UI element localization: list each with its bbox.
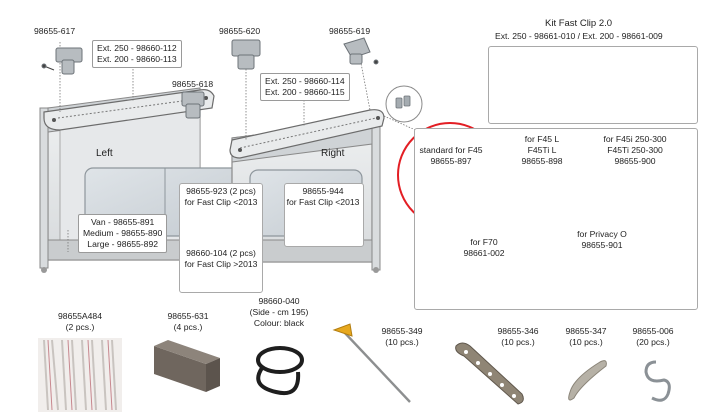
clip-617	[41, 47, 83, 75]
a484-line2: (2 pcs.)	[65, 322, 95, 332]
privacy-line1: for Privacy O	[577, 229, 627, 239]
kit-title: Kit Fast Clip 2.0	[545, 18, 613, 29]
p006-line1: 98655-006	[632, 326, 674, 336]
p631-line1: 98655-631	[167, 311, 209, 321]
ext-right-box: Ext. 250 - 98660-114 Ext. 200 - 98660-11…	[260, 73, 350, 101]
p040-line1: 98660-040	[258, 296, 300, 306]
privacy-line2: 98655-901	[581, 240, 623, 250]
p349-line2: (10 pcs.)	[385, 337, 419, 347]
p631-line2: (4 pcs.)	[173, 322, 203, 332]
part-618-label: 98655-618	[172, 79, 214, 89]
kit-ext-label: Ext. 250 - 98661-010 / Ext. 200 - 98661-…	[495, 31, 663, 41]
ext-right-200: Ext. 200 - 98660-115	[265, 87, 345, 97]
zip-040	[256, 346, 304, 395]
a484-line1: 98655A484	[58, 311, 102, 321]
clip-620	[231, 39, 261, 70]
size-van: Van - 98655-891	[90, 217, 155, 227]
f45i-line2: F45Ti 250-300	[607, 145, 663, 155]
part-617-label: 98655-617	[34, 26, 76, 36]
f45l-line2: F45Ti L	[527, 145, 557, 155]
ext-right-250: Ext. 250 - 98660-114	[265, 76, 345, 86]
loop-347	[568, 360, 607, 401]
f70-line1: for F70	[470, 237, 498, 247]
block-631	[154, 340, 220, 392]
p040-line3: Colour: black	[253, 318, 305, 328]
p347-line2: (10 pcs.)	[569, 337, 603, 347]
curtain-strips	[38, 338, 122, 412]
p349-line1: 98655-349	[381, 326, 423, 336]
kit-box	[488, 46, 698, 124]
p347-line1: 98655-347	[565, 326, 607, 336]
part-619-label: 98655-619	[329, 26, 371, 36]
center-box-a-line2: for Fast Clip <2013	[184, 197, 258, 207]
options-box	[414, 128, 698, 310]
ext-left-box: Ext. 250 - 98660-112 Ext. 200 - 98660-11…	[92, 40, 182, 68]
size-large: Large - 98655-892	[87, 239, 159, 249]
p346-line1: 98655-346	[497, 326, 539, 336]
f45-line1: standard for F45	[419, 145, 483, 155]
center-parts-box	[179, 183, 263, 293]
hook-006	[644, 360, 671, 402]
size-medium: Medium - 98655-890	[83, 228, 163, 238]
f45l-line3: 98655-898	[521, 156, 563, 166]
right-box-line1: 98655-944	[302, 186, 344, 196]
center-box-b-line2: for Fast Clip >2013	[184, 259, 258, 269]
sizes-box: Van - 98655-891 Medium - 98655-890 Large…	[78, 214, 168, 253]
p346-line2: (10 pcs.)	[501, 337, 535, 347]
right-box-line2: for Fast Clip <2013	[286, 197, 360, 207]
right-side-label: Right	[321, 148, 345, 159]
f45-line2: 98655-897	[430, 156, 472, 166]
part-620-label: 98655-620	[219, 26, 261, 36]
f45i-line3: 98655-900	[614, 156, 656, 166]
center-box-a-line1: 98655-923 (2 pcs)	[186, 186, 256, 196]
f45i-line1: for F45i 250-300	[603, 134, 667, 144]
f45l-line1: for F45 L	[524, 134, 560, 144]
peg-349	[332, 323, 411, 403]
f70-line2: 98661-002	[463, 248, 505, 258]
clip-619	[343, 37, 379, 65]
bar-346	[455, 342, 524, 405]
left-side-label: Left	[96, 148, 113, 159]
p006-line2: (20 pcs.)	[636, 337, 670, 347]
ext-left-200: Ext. 200 - 98660-113	[97, 54, 177, 64]
right-parts-box	[284, 183, 364, 247]
ext-left-250: Ext. 250 - 98660-112	[97, 43, 177, 53]
clip-618	[181, 91, 205, 119]
p040-line2: (Side - cm 195)	[249, 307, 309, 317]
center-box-b-line1: 98660-104 (2 pcs)	[186, 248, 256, 258]
right-roof-rail	[229, 109, 385, 159]
